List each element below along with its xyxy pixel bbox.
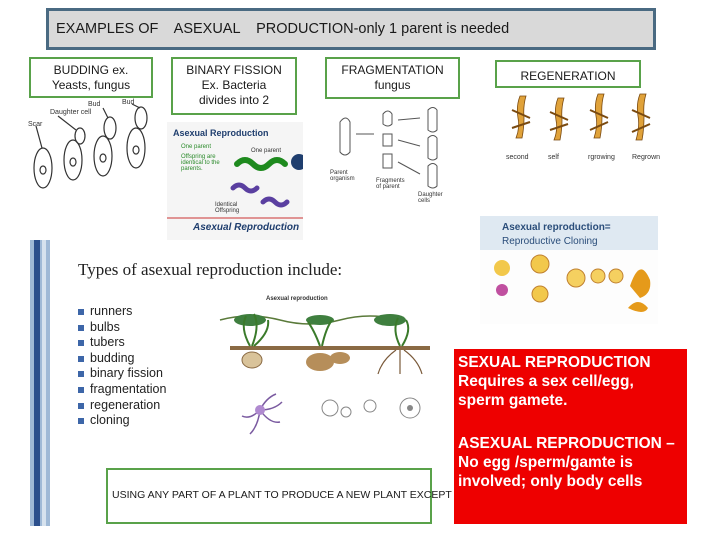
plant-caption: USING ANY PART OF A PLANT TO PRODUCE A N… [106,468,507,524]
types-item: tubers [78,335,166,351]
binary-fission-line1: BINARY FISSION [186,63,282,77]
cloning-subtitle: Reproductive Cloning [502,236,598,247]
regen-caption-3: rgrowing [588,154,615,161]
fragmentation-line1: FRAGMENTATION [341,63,444,77]
cloning-illustration: Asexual reproduction= Reproductive Cloni… [480,216,658,324]
frag-fragments-label: Fragments of parent [376,178,405,190]
frag-daughter-label: Daughter cells [418,192,443,204]
budding-line2: Yeasts, fungus [51,78,131,92]
frag-parent-label: Parent organism [330,170,355,182]
binary-fission-line3: divides into 2 [198,93,270,107]
types-stripe [30,240,50,526]
regen-caption-1: second [506,154,529,161]
binary-fission-line2: Ex. Bacteria [201,78,267,92]
regen-caption-4: Regrown [632,154,661,161]
budding-label: BUDDING ex. Yeasts, fungus [29,57,153,98]
bf-img-title: Asexual Reproduction [173,128,269,138]
budding-daughter-label: Daughter cell [50,109,92,116]
fragmentation-line2: fungus [374,78,411,92]
budding-illustration: Scar Daughter cell Bud Bud [28,98,156,208]
types-item: cloning [78,413,166,429]
bf-offspring-label: Identical Offspring [215,202,240,214]
sexual-reproduction-text: SEXUAL REPRODUCTION Requires a sex cell/… [458,354,651,409]
budding-line1: BUDDING ex. [53,63,129,77]
budding-scar-label: Scar [28,121,43,128]
budding-bud-label-1: Bud [88,101,101,108]
slide-title: EXAMPLES OF ASEXUAL PRODUCTION-only 1 pa… [46,8,656,50]
regeneration-text: REGENERATION [520,69,616,83]
bf-bullet-1: One parent [181,144,212,150]
types-item: bulbs [78,320,166,336]
fragmentation-illustration: Parent organism Fragments of parent Daug… [328,104,452,204]
types-item: budding [78,351,166,367]
cloning-title: Asexual reproduction= [502,222,611,233]
regeneration-label: REGENERATION [495,60,641,88]
plant-diagrams [219,313,430,435]
types-diagram-title: Asexual reproduction [266,296,328,302]
regeneration-illustration: second self rgrowing Regrown [500,92,672,192]
types-title: Types of asexual reproduction include: [78,260,343,279]
budding-bud-label-2: Bud [122,99,135,106]
binary-fission-illustration: Asexual Reproduction One parent Offsprin… [167,122,303,240]
fragmentation-label: FRAGMENTATION fungus [325,57,460,99]
types-item: binary fission [78,366,166,382]
types-item: fragmentation [78,382,166,398]
types-item: runners [78,304,166,320]
definitions-panel: SEXUAL REPRODUCTION Requires a sex cell/… [454,349,687,524]
bf-bullet-2: Offspring are identical to the parents. [181,154,220,172]
types-list: runners bulbs tubers budding binary fiss… [78,304,166,429]
regen-caption-2: self [548,154,559,161]
bf-footer: Asexual Reproduction [193,222,300,233]
types-item: regeneration [78,398,166,414]
bf-parent-label: One parent [251,148,282,154]
binary-fission-label: BINARY FISSION Ex. Bacteria divides into… [171,57,297,115]
asexual-reproduction-text: ASEXUAL REPRODUCTION –No egg /sperm/gamt… [458,435,675,490]
